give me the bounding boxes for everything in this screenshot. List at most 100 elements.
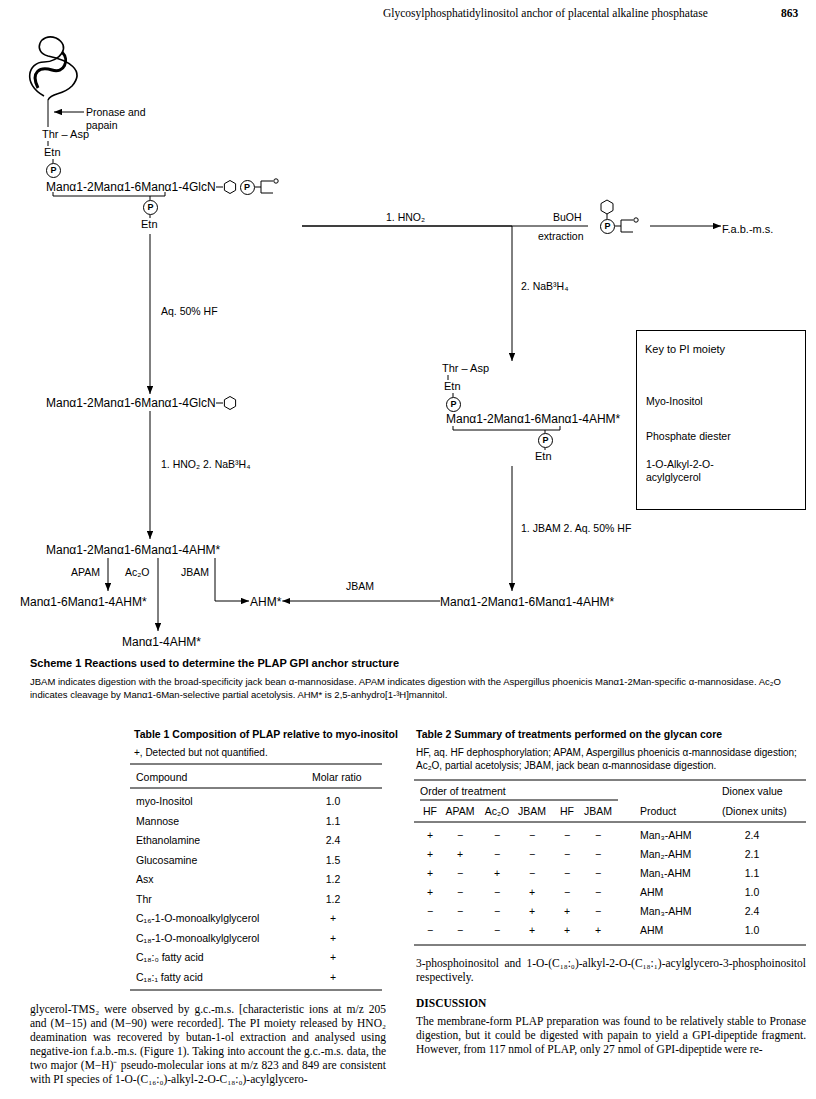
bond-line	[260, 181, 261, 193]
table-cell: 2.4	[737, 829, 767, 842]
symbol-part	[273, 179, 277, 183]
symbol-part	[224, 397, 235, 410]
enzyme-label: Pronase and papain	[86, 106, 152, 132]
table-cell: Man₃-AHM	[640, 829, 692, 842]
table-cell: +	[485, 867, 509, 880]
table-cell: 2.4	[318, 834, 348, 847]
gap-mask	[588, 214, 650, 238]
reaction-arrow	[282, 601, 440, 602]
table-cell: +	[586, 924, 610, 937]
glycan-structure: Thr – AspEtnManα1-2Manα1-6Manα1-4GlcNPEt…	[40, 128, 302, 234]
running-header: Glycosylphosphatidylinositol anchor of p…	[383, 6, 708, 20]
table-header: HF	[549, 805, 585, 818]
table-cell: +	[418, 886, 442, 899]
table-cell: +	[520, 924, 544, 937]
edge-label: 1. HNO₂	[385, 211, 426, 224]
table-header: APAM	[442, 805, 478, 818]
glycan-structure: Manα1-6Manα1-4AHM*	[20, 592, 147, 610]
bond-line	[150, 215, 151, 218]
edge-label: 1. JBAM 2. Aq. 50% HF	[520, 522, 632, 535]
edge-label: Aq. 50% HF	[160, 305, 219, 318]
node-text: Manα1-2Manα1-6Manα1-4AHM*	[46, 543, 220, 557]
table-cell: C₁₈-1-O-monoalkylglycerol	[136, 932, 259, 945]
glycan-structure: Manα1-2Manα1-6Manα1-4GlcN	[46, 395, 240, 411]
body-text: 3-phosphoinositol and 1-O-(C₁₈:₀)-alkyl-…	[416, 956, 806, 984]
bracket	[453, 426, 560, 430]
edge-label: JBAM	[180, 566, 210, 579]
table-cell: Asx	[136, 873, 154, 886]
bond-line	[48, 100, 49, 127]
reaction-arrow	[158, 558, 159, 631]
table-header: (Dionex units)	[722, 805, 787, 818]
table-title: Table 2 Summary of treatments performed …	[416, 728, 806, 741]
table-cell: −	[448, 867, 472, 880]
table-cell: Man₁-AHM	[640, 867, 691, 880]
table-header: Order of treatment	[420, 785, 506, 798]
bond-line	[255, 187, 261, 188]
node-text: Etn	[535, 450, 552, 463]
phosphate-circle: P	[600, 219, 615, 234]
table-header: JBAM	[514, 805, 550, 818]
table-cell: Ethanolamine	[136, 834, 200, 847]
node-text: AHM*	[250, 595, 281, 609]
table-header: Molar ratio	[312, 771, 362, 784]
table-cell: AHM	[640, 886, 663, 899]
table-cell: +	[318, 971, 348, 984]
glycan-structure: Manα1-2Manα1-6Manα1-4AHM*	[440, 592, 614, 610]
table-cell: −	[485, 924, 509, 937]
step-label: extraction	[538, 230, 584, 243]
glycan-structure: Manα1-4AHM*	[122, 632, 201, 650]
reaction-arrow	[150, 411, 151, 539]
legend-text: Myo-Inositol	[646, 395, 742, 408]
table-cell: −	[485, 886, 509, 899]
bond-line	[216, 187, 223, 188]
table-cell: +	[555, 905, 579, 918]
table-cell: −	[418, 905, 442, 918]
reaction-arrow	[215, 558, 249, 601]
table-cell: 1.1	[318, 815, 348, 828]
table-cell: +	[448, 848, 472, 861]
table-cell: +	[418, 829, 442, 842]
table-cell: Man₂-AHM	[640, 848, 691, 861]
table-cell: −	[555, 886, 579, 899]
table-cell: −	[448, 905, 472, 918]
section-heading: DISCUSSION	[416, 996, 486, 1010]
page-number: 863	[781, 6, 798, 20]
table-header: Product	[640, 805, 676, 818]
table-cell: +	[520, 905, 544, 918]
reaction-arrow	[150, 234, 151, 394]
bond-line	[545, 448, 546, 450]
table-cell: 2.4	[737, 905, 767, 918]
table-cell: −	[485, 829, 509, 842]
node-text: Manα1-6Manα1-4AHM*	[20, 595, 147, 609]
leader-arrow	[54, 112, 84, 113]
table-cell: 2.1	[737, 848, 767, 861]
reaction-arrow	[108, 558, 109, 591]
table-cell: −	[586, 886, 610, 899]
table-title: Table 1 Composition of PLAP relative to …	[134, 728, 384, 741]
node-text: Manα1-2Manα1-6Manα1-4AHM*	[440, 595, 614, 609]
table-rule	[130, 764, 806, 990]
table-header: Dionex value	[722, 785, 783, 798]
bond-line	[448, 375, 449, 380]
table-cell: −	[555, 848, 579, 861]
caption-note: JBAM indicates digestion with the broad-…	[30, 676, 790, 701]
node-text: F.a.b.-m.s.	[722, 223, 773, 235]
step-label: BuOH	[553, 211, 582, 224]
node-text: Manα1-2Manα1-6Manα1-4AHM*	[446, 412, 620, 426]
table-cell: C₁₈:₀ fatty acid	[136, 951, 204, 964]
legend-text: Phosphate diester	[646, 430, 742, 443]
node-text: Key to PI moiety	[645, 343, 725, 356]
table-header: Ac₂O	[479, 805, 515, 818]
bond-line	[261, 193, 273, 194]
table-cell: −	[520, 867, 544, 880]
inositol-symbol	[216, 179, 240, 195]
table-cell: +	[418, 867, 442, 880]
legend-text: 1-O-Alkyl-2-O-acylglycerol	[646, 458, 742, 484]
node-text: Manα1-4AHM*	[122, 635, 201, 649]
table-cell: C₁₆-1-O-monoalkylglycerol	[136, 912, 259, 925]
body-text: glycerol-TMS₂ were observed by g.c.-m.s.…	[30, 1002, 386, 1086]
table-cell: 1.2	[318, 873, 348, 886]
table-cell: AHM	[640, 924, 663, 937]
table-note: HF, aq. HF dephosphorylation; APAM, Aspe…	[416, 746, 806, 772]
